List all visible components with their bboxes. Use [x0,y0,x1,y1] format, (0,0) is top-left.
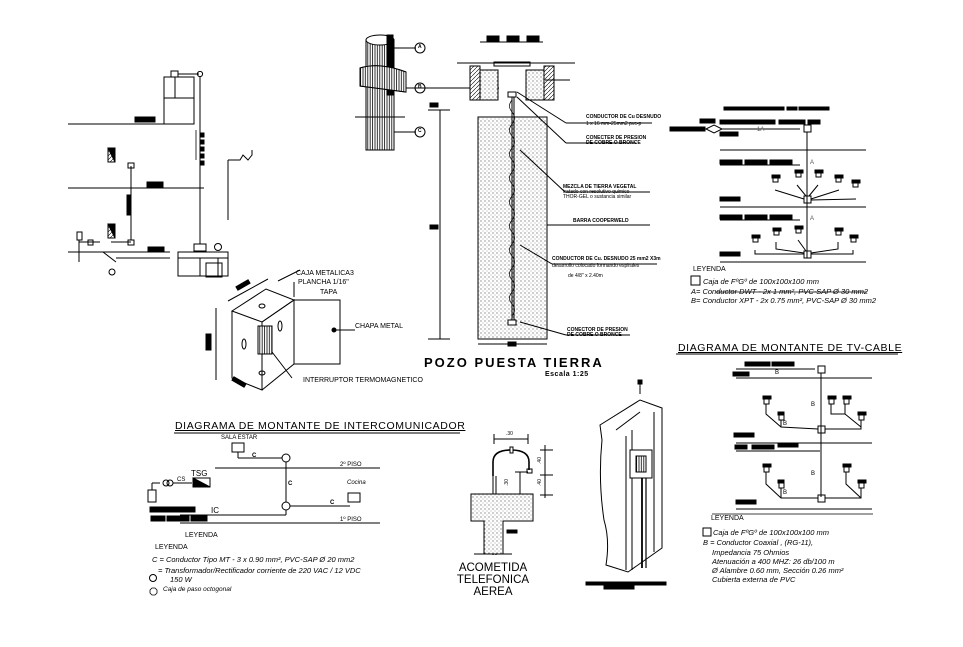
note-mezcla-tierra: MEZCLA DE TIERRA VEGETAL tratado con res… [563,184,637,200]
acometida-title: ACOMETIDA TELEFONICA AEREA [456,562,530,599]
outlet-group-lower [751,225,859,255]
tel-legend-b: B= Conductor XPT - 2x 0.75 mm², PVC-SAP … [691,296,876,305]
callout-c: C [418,128,422,134]
tvcable-riser [676,353,898,537]
label-chapa-metal: CHAPA METAL [355,323,403,330]
tel-legend-a: A= Conductor DWT - 2x 1 mm², PVC-SAP Ø 3… [691,287,869,296]
intercom-legend-c: C = Conductor Tipo MT - 3 x 0.90 mm², PV… [152,555,355,564]
label-b-5: B [783,490,788,496]
tv-outlets-lower [762,463,867,499]
ground-well-section [355,34,657,347]
outlet-group-upper [771,169,861,201]
intercom-legend-title-1: LEYENDA [185,532,218,539]
tvcable-title: DIAGRAMA DE MONTANTE DE TV-CABLE [678,342,903,354]
dim-a: .40 [536,457,543,464]
wall-riser-isometric [585,379,667,590]
intercom-riser [147,432,460,596]
dim-top: .30 [506,431,513,437]
tv-legend-caja: Caja de FºGº de 100x100x100 mm [713,528,829,537]
tv-legend-atenuacion: Atenuación a 400 MHZ: 26 db/100 m [712,557,835,566]
label-c-2: C [288,481,293,487]
label-cs: CS [177,477,186,483]
left-riser-schematic [68,70,253,277]
note-conector-bottom: CONECTOR DE PRESION DE COBRE O BRONCE [567,327,628,338]
tv-legend-alambre: Ø Alambre 0.60 mm, Sección 0.26 mm² [712,566,844,575]
tel-legend-caja: Caja de FºGº de 100x100x100 mm [703,277,819,286]
callout-a: A [418,44,422,50]
pozo-title: POZO PUESTA TIERRA [424,355,604,370]
label-b-3: B [783,421,788,427]
label-plancha: PLANCHA 1/16" [298,279,349,286]
tv-outlets-upper [762,395,867,430]
label-b-4: B [811,471,816,477]
tv-legend-impedancia: Impedancia 75 Ohmios [712,548,790,557]
tv-legend-title: LEYENDA [711,515,744,522]
tv-legend-b: B = Conductor Coaxial , (RG-11), [703,538,814,547]
dim-c: .30 [503,479,510,486]
dim-b: .40 [536,479,543,486]
note-conector-presion: CONECTER DE PRESION DE COBRE O BRONCE [586,135,647,146]
label-2-piso: 2º PISO [340,462,362,468]
telephone-drop-detail [470,434,553,555]
label-caja-metalica: CAJA METALICA3 [296,270,354,277]
tv-legend-cubierta: Cubierta externa de PVC [712,575,796,584]
label-1-piso: 1º PISO [340,517,362,523]
intercom-legend-t: = Transformador/Rectificador corriente d… [158,566,361,575]
label-ic: IC [211,506,219,515]
pozo-scale: Escala 1:25 [545,371,589,378]
intercom-legend-title-2: LEYENDA [155,544,188,551]
label-tapa: TAPA [320,289,338,296]
intercom-legend-caja: Caja de paso octogonal [163,586,232,593]
label-interruptor: INTERRUPTOR TERMOMAGNETICO [303,377,423,384]
callout-b: B [418,84,422,90]
label-c-3: C [330,500,335,506]
tel-legend-title: LEYENDA [693,266,726,273]
label-riser-a-2: A [810,216,815,222]
label-1a: 1A [757,127,765,133]
intercom-title: DIAGRAMA DE MONTANTE DE INTERCOMUNICADOR [175,420,466,432]
telephone-riser [669,106,867,293]
metal-box-isometric [205,262,355,391]
label-b-1: B [775,370,780,376]
intercom-legend-w: 150 W [170,575,192,584]
label-cocina: Cocina [347,480,366,486]
label-sala-estar: SALA ESTAR [221,435,258,441]
note-conductor-cu: CONDUCTOR DE Cu DESNUDO 1 x 16 mm-25mm2 … [586,114,662,127]
note-conductor-desnudo: CONDUCTOR DE Cu. DESNUDO 25 mm2 X3m desa… [552,256,661,279]
label-b-2: B [811,402,816,408]
label-riser-a-1: A [810,160,815,166]
note-barra-cooperweld: BARRA COOPERWELD [573,218,629,224]
label-c-1: C [252,453,257,459]
label-tsg: TSG [191,469,208,478]
